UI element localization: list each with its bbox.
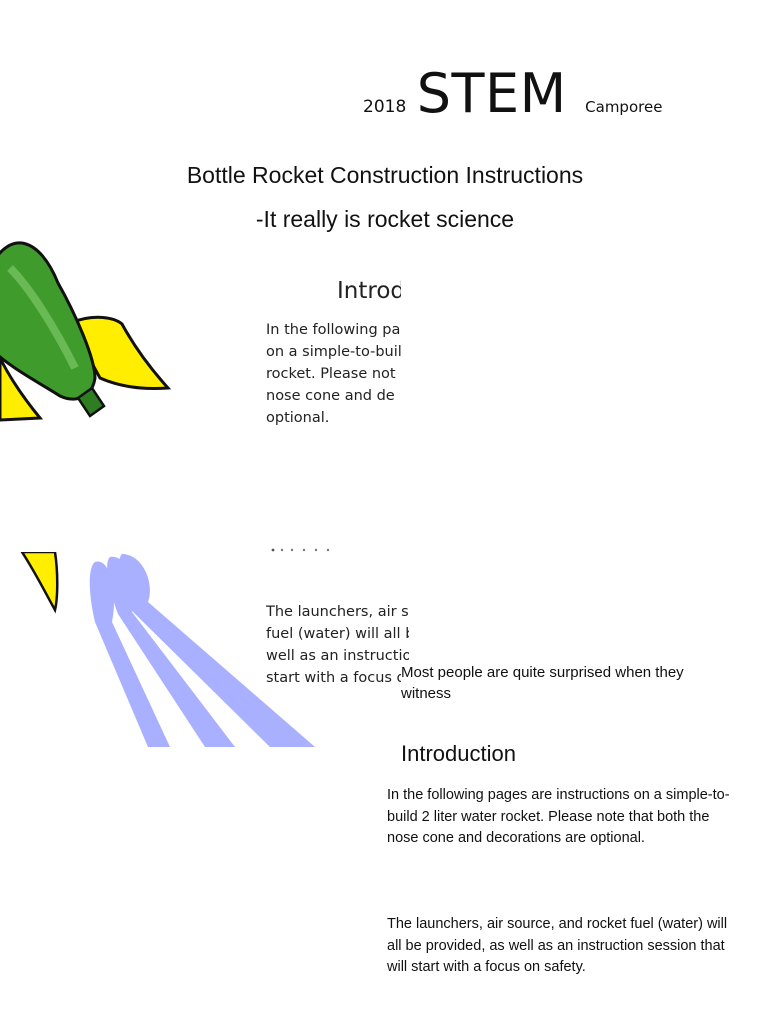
rocket-exhaust-illustration [20, 552, 315, 747]
scanned-heading-fragment: Introd [337, 278, 401, 304]
scanned-line: The launchers, air s [266, 604, 409, 620]
header-camporee: Camporee [585, 98, 663, 116]
overlay-note: Most people are quite surprised when the… [401, 662, 731, 704]
scanned-line: start with a focus o [266, 670, 406, 686]
scanned-line: rocket. Please not [266, 366, 396, 382]
header-year: 2018 [363, 97, 407, 117]
scanned-line: nose cone and de [266, 388, 395, 404]
document-title: Bottle Rocket Construction Instructions [186, 162, 584, 188]
rocket-fin [0, 357, 44, 422]
exhaust-plume [89, 561, 170, 747]
rocket-fin [67, 315, 172, 390]
introduction-paragraph: In the following pages are instructions … [387, 787, 730, 846]
header-stem: STEM [416, 62, 567, 125]
scanned-line: on a simple-to-buil [266, 344, 402, 360]
scanned-lines-bottom: The launchers, air s fuel (water) will a… [266, 601, 409, 689]
scanned-dots-decoration [271, 548, 330, 552]
rocket-nozzle [76, 386, 106, 418]
rocket-illustration [0, 241, 172, 422]
scanned-line: fuel (water) will all b [266, 626, 409, 642]
exhaust-plume [119, 554, 315, 747]
document-header: 2018 STEM Camporee [363, 62, 662, 125]
rocket-fin [20, 552, 59, 614]
introduction-paragraph: The launchers, air source, and rocket fu… [387, 916, 728, 975]
scanned-line: optional. [266, 410, 330, 426]
document-tagline: -It really is rocket science [255, 206, 515, 232]
scanned-lines-top: In the following pa on a simple-to-buil … [266, 319, 409, 429]
exhaust-plume [107, 556, 235, 747]
scanned-line: well as an instructio [266, 648, 409, 664]
scanned-line: In the following pa [266, 322, 401, 338]
introduction-heading: Introduction [401, 741, 516, 766]
